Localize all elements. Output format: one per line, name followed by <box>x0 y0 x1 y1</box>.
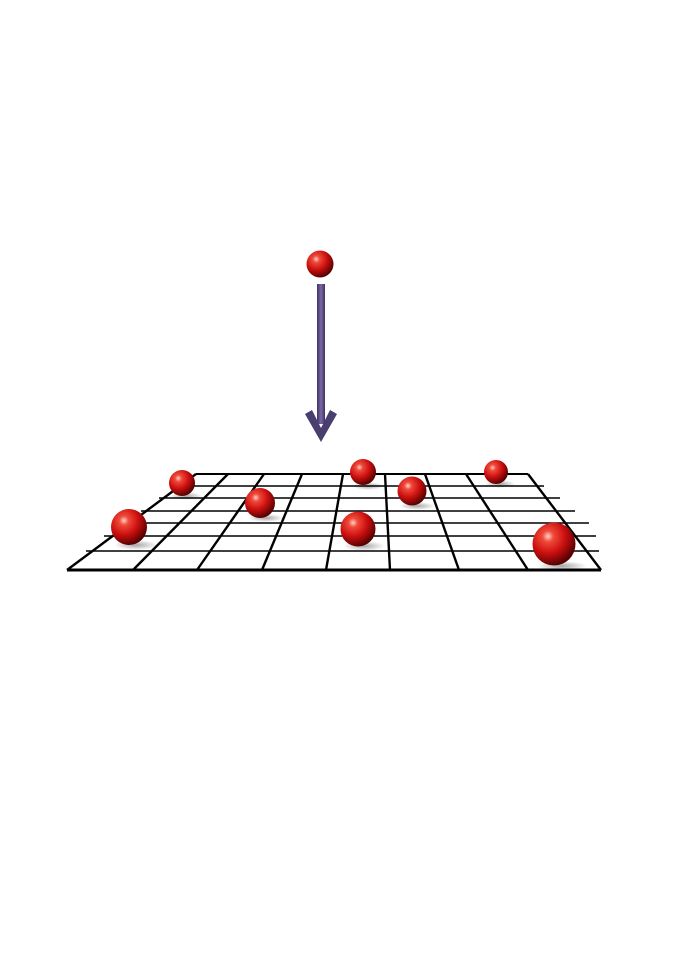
red-sphere-icon <box>532 522 576 566</box>
falling-particle <box>306 250 334 278</box>
grid-surface <box>66 473 602 572</box>
grid-line <box>527 473 602 571</box>
arrow-head <box>305 410 337 442</box>
red-sphere-icon <box>306 250 334 278</box>
red-sphere-icon <box>340 511 376 547</box>
red-sphere-icon <box>397 476 427 506</box>
grid-line <box>260 473 304 571</box>
red-sphere-icon <box>350 459 376 485</box>
grid-line <box>196 473 265 571</box>
arrow-shaft <box>317 284 325 424</box>
red-sphere-icon <box>111 509 147 545</box>
grid-line <box>383 473 392 571</box>
red-sphere-icon <box>484 460 508 484</box>
red-sphere-icon <box>169 470 195 496</box>
down-arrow-icon <box>305 284 337 442</box>
red-sphere-icon <box>245 488 275 518</box>
grid-line <box>464 473 530 571</box>
grid-line <box>324 473 345 571</box>
grid-line <box>423 473 461 571</box>
grid-line <box>132 473 229 571</box>
grid-vertical-lines <box>66 473 602 571</box>
surface-spheres <box>111 459 587 571</box>
